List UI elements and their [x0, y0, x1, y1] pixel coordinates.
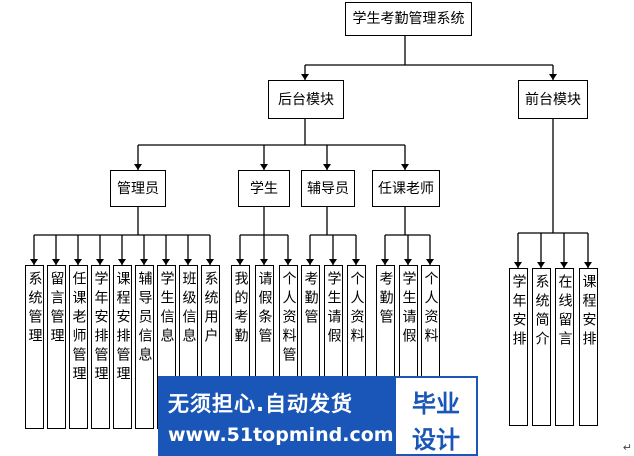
admin-item: 留言管理: [47, 265, 66, 429]
frontend-item-label: 在线留言: [556, 274, 573, 350]
frontend-item: 课程安排: [579, 268, 598, 426]
teacher-item-label: 考勤管: [377, 271, 394, 328]
frontend-item-label: 学年安排: [510, 274, 527, 350]
admin-item-label: 系统用户: [202, 271, 219, 347]
frontend-item: 学年安排: [509, 268, 528, 426]
frontend-item-label: 课程安排: [580, 274, 597, 350]
counselor-item-label: 考勤管: [302, 271, 319, 328]
admin-item-label: 班级信息: [180, 271, 197, 347]
admin-item: 课程安排管理: [113, 265, 132, 429]
admin-item: 学年安排管理: [91, 265, 110, 429]
watermark-badge: 毕业 设计: [394, 376, 478, 456]
student-item-label: 请假条管: [256, 271, 273, 347]
admin-item-label: 任课老师管理: [70, 271, 87, 385]
backend-module-node: 后台模块: [268, 80, 344, 119]
teacher-item-label: 个人资料: [422, 271, 439, 347]
teacher-node: 任课老师: [372, 170, 440, 207]
watermark-banner: 无须担心.自动发货 www.51topmind.com 毕业 设计: [158, 376, 478, 456]
student-item-label: 个人资料管: [280, 271, 297, 366]
admin-item: 辅导员信息: [135, 265, 154, 429]
counselor-item-label: 个人资料: [348, 271, 365, 347]
admin-item-label: 课程安排管理: [114, 271, 131, 385]
admin-item-label: 辅导员信息: [136, 271, 153, 366]
admin-item: 系统管理: [25, 265, 44, 429]
counselor-node: 辅导员: [301, 170, 355, 207]
admin-node: 管理员: [110, 170, 166, 207]
frontend-item: 系统简介: [532, 268, 551, 426]
admin-item-label: 留言管理: [48, 271, 65, 347]
teacher-item-label: 学生请假: [400, 271, 417, 347]
watermark-badge-line2: 设计: [412, 426, 460, 454]
paragraph-mark: ↵: [622, 441, 632, 454]
watermark-slogan: 无须担心.自动发货: [168, 392, 353, 416]
student-node: 学生: [238, 170, 290, 207]
admin-item: 任课老师管理: [69, 265, 88, 429]
root-node: 学生考勤管理系统: [345, 2, 472, 36]
admin-item-label: 学年安排管理: [92, 271, 109, 385]
frontend-item: 在线留言: [555, 268, 574, 426]
admin-item-label: 系统管理: [26, 271, 43, 347]
admin-item-label: 学生信息: [158, 271, 175, 347]
watermark-url: www.51topmind.com: [168, 424, 394, 446]
frontend-item-label: 系统简介: [533, 274, 550, 350]
student-item-label: 我的考勤: [232, 271, 249, 347]
counselor-item-label: 学生请假: [325, 271, 342, 347]
frontend-module-node: 前台模块: [518, 80, 588, 119]
watermark-badge-line1: 毕业: [412, 390, 460, 418]
